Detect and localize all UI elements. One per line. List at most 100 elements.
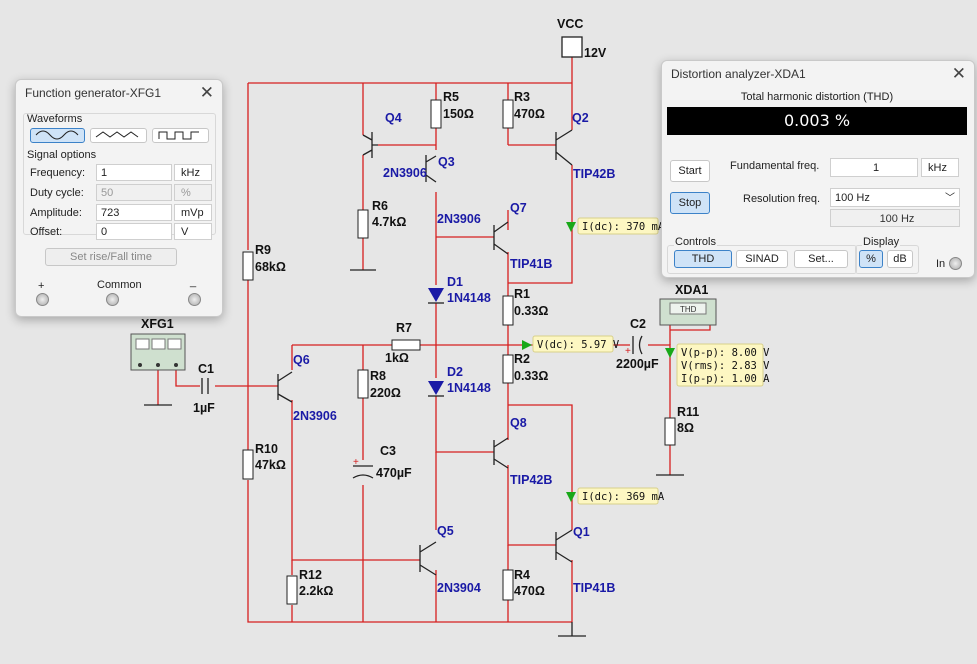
transistor-Q5[interactable]: Q5 2N3904 [419, 524, 481, 595]
resistor-R3[interactable]: R3 470Ω [502, 90, 545, 129]
transistor-Q1[interactable]: Q1 TIP41B [555, 525, 615, 595]
chevron-down-icon: ﹀ [945, 193, 955, 204]
offset-input[interactable]: 0 [96, 223, 172, 240]
probe-current-bottom[interactable]: I(dc): 369 mA [566, 487, 665, 505]
svg-text:Q7: Q7 [510, 201, 527, 215]
resistor-R2[interactable]: R2 0.33Ω [502, 352, 548, 384]
sine-wave-icon [35, 130, 78, 140]
square-wave-button[interactable] [152, 128, 209, 143]
resistor-R11[interactable]: R11 8Ω [656, 405, 699, 476]
fundamental-freq-unit[interactable]: kHz [921, 158, 959, 177]
svg-text:2N3904: 2N3904 [437, 581, 481, 595]
controls-group [667, 245, 857, 274]
start-button[interactable]: Start [670, 160, 710, 182]
db-button[interactable]: dB [887, 250, 913, 268]
svg-text:I(p-p): 1.00 A: I(p-p): 1.00 A [681, 373, 770, 385]
thd-button[interactable]: THD [674, 250, 732, 268]
amplitude-label: Amplitude: [30, 207, 82, 219]
svg-text:2N3906: 2N3906 [437, 212, 481, 226]
resistor-R4[interactable]: R4 470Ω [502, 568, 545, 601]
square-wave-icon [158, 131, 199, 140]
svg-text:D1: D1 [447, 275, 463, 289]
transistor-Q8[interactable]: Q8 TIP42B [493, 416, 552, 487]
resolution-freq-select[interactable]: 100 Hz ﹀ [830, 188, 960, 207]
resistor-R1[interactable]: R1 0.33Ω [502, 287, 548, 326]
resistor-R9[interactable]: R9 68kΩ [242, 243, 286, 281]
resistor-R6[interactable]: R6 4.7kΩ [350, 199, 406, 271]
capacitor-C1[interactable]: C1 1µF [193, 362, 215, 415]
svg-text:R12: R12 [299, 568, 322, 582]
set-button[interactable]: Set... [794, 250, 848, 268]
stop-button[interactable]: Stop [670, 192, 710, 214]
transistor-Q3[interactable]: Q3 2N3906 2N3906 [383, 155, 481, 226]
term-minus-label: _ [190, 276, 197, 288]
svg-text:V(p-p): 8.00 V: V(p-p): 8.00 V [681, 347, 770, 359]
capacitor-C2[interactable]: C2 2200µF + [616, 317, 659, 371]
sine-wave-button[interactable] [30, 128, 85, 143]
svg-text:2N3906: 2N3906 [383, 166, 427, 180]
svg-text:Q1: Q1 [573, 525, 590, 539]
duty-cycle-input[interactable]: 50 [96, 184, 172, 201]
duty-cycle-unit: % [174, 184, 212, 201]
svg-text:R5: R5 [443, 90, 459, 104]
amplitude-unit[interactable]: mVp [174, 204, 212, 221]
svg-text:8Ω: 8Ω [677, 421, 694, 435]
resistor-R7[interactable]: R7 1kΩ [385, 321, 421, 365]
transistor-Q7[interactable]: Q7 TIP41B [493, 201, 552, 271]
svg-text:Q3: Q3 [438, 155, 455, 169]
terminal-common[interactable] [106, 293, 119, 306]
percent-button[interactable]: % [859, 250, 883, 268]
distortion-analyzer-symbol[interactable]: XDA1 THD [659, 283, 717, 326]
svg-text:R10: R10 [255, 442, 278, 456]
svg-text:Q4: Q4 [385, 111, 402, 125]
distortion-analyzer-window[interactable]: Distortion analyzer-XDA1 ✕ Total harmoni… [661, 60, 975, 278]
svg-text:C2: C2 [630, 317, 646, 331]
frequency-unit[interactable]: kHz [174, 164, 212, 181]
function-generator-symbol[interactable]: XFG1 [130, 317, 186, 371]
probe-voltage-mid[interactable]: V(dc): 5.97 V [522, 335, 620, 353]
transistor-Q6[interactable]: Q6 2N3906 [277, 353, 337, 423]
sinad-button[interactable]: SINAD [736, 250, 788, 268]
resistor-R8[interactable]: R8 220Ω [357, 369, 401, 400]
resistor-R10[interactable]: R10 47kΩ [242, 442, 286, 480]
capacitor-C3[interactable]: + C3 470µF [352, 444, 412, 480]
vcc-value: 12V [584, 46, 607, 60]
svg-text:XFG1: XFG1 [141, 317, 174, 331]
close-icon[interactable]: ✕ [199, 83, 214, 102]
set-rise-fall-button[interactable]: Set rise/Fall time [45, 248, 177, 266]
svg-text:1µF: 1µF [193, 401, 215, 415]
svg-text:TIP42B: TIP42B [510, 473, 552, 487]
transistor-Q4[interactable]: Q4 [362, 111, 402, 158]
svg-text:1N4148: 1N4148 [447, 381, 491, 395]
fundamental-freq-input[interactable]: 1 [830, 158, 918, 177]
probe-current-top[interactable]: I(dc): 370 mA [566, 217, 665, 235]
offset-unit[interactable]: V [174, 223, 212, 240]
thd-heading: Total harmonic distortion (THD) [740, 91, 894, 103]
vcc-source[interactable]: VCC 12V [557, 17, 607, 60]
diode-D1[interactable]: D1 1N4148 [428, 275, 491, 305]
svg-text:R2: R2 [514, 352, 530, 366]
svg-text:0.33Ω: 0.33Ω [514, 369, 548, 383]
resolution-freq-readout: 100 Hz [830, 209, 960, 227]
svg-text:R1: R1 [514, 287, 530, 301]
function-generator-window[interactable]: Function generator-XFG1 ✕ Waveforms Sign… [15, 79, 223, 317]
resistor-R12[interactable]: R12 2.2kΩ [286, 568, 333, 605]
input-terminal[interactable] [949, 257, 962, 270]
waveforms-label: Waveforms [27, 113, 83, 125]
frequency-input[interactable]: 1 [96, 164, 172, 181]
probe-output[interactable]: V(p-p): 8.00 V V(rms): 2.83 V I(p-p): 1.… [665, 343, 770, 387]
diode-D2[interactable]: D2 1N4148 [428, 365, 491, 397]
close-icon[interactable]: ✕ [951, 64, 966, 83]
triangle-wave-button[interactable] [90, 128, 147, 143]
svg-text:+: + [625, 346, 631, 357]
svg-text:R7: R7 [396, 321, 412, 335]
terminal-minus[interactable] [188, 293, 201, 306]
transistor-Q2[interactable]: Q2 TIP42B [555, 111, 615, 181]
svg-text:68kΩ: 68kΩ [255, 260, 286, 274]
amplitude-input[interactable]: 723 [96, 204, 172, 221]
terminal-plus[interactable] [36, 293, 49, 306]
svg-text:I(dc): 369 mA: I(dc): 369 mA [582, 491, 665, 503]
resistor-R5[interactable]: R5 150Ω [430, 90, 474, 129]
svg-text:470Ω: 470Ω [514, 107, 545, 121]
